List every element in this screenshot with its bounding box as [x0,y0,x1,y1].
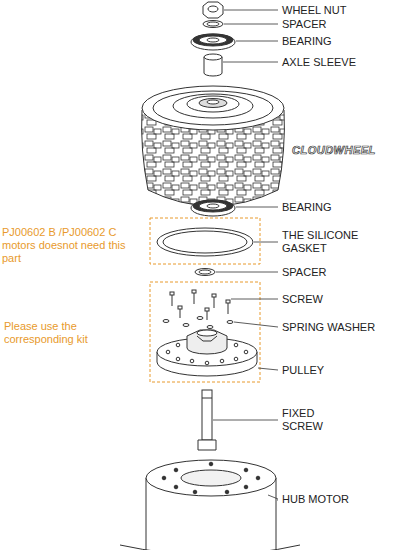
part-label: SPACER [282,266,326,279]
part-label: SCREW [282,293,323,306]
part-label: SPACER [282,18,326,31]
part-label: WHEEL NUT [282,4,346,17]
part-label: AXLE SLEEVE [282,56,356,69]
part-label: BEARING [282,201,332,214]
part-label: HUB MOTOR [282,493,349,506]
part-label: SPRING WASHER [282,321,375,334]
brand-mark: CLOUDWHEEL [290,144,378,157]
part-label: PULLEY [282,364,324,377]
part-label: THE SILICONE GASKET [282,229,382,255]
note-text: PJ00602 B /PJ00602 C motors doesnot need… [2,226,142,265]
note-text: Please use the corresponding kit [4,320,124,346]
part-label: FIXED SCREW [282,407,342,433]
part-label: BEARING [282,35,332,48]
